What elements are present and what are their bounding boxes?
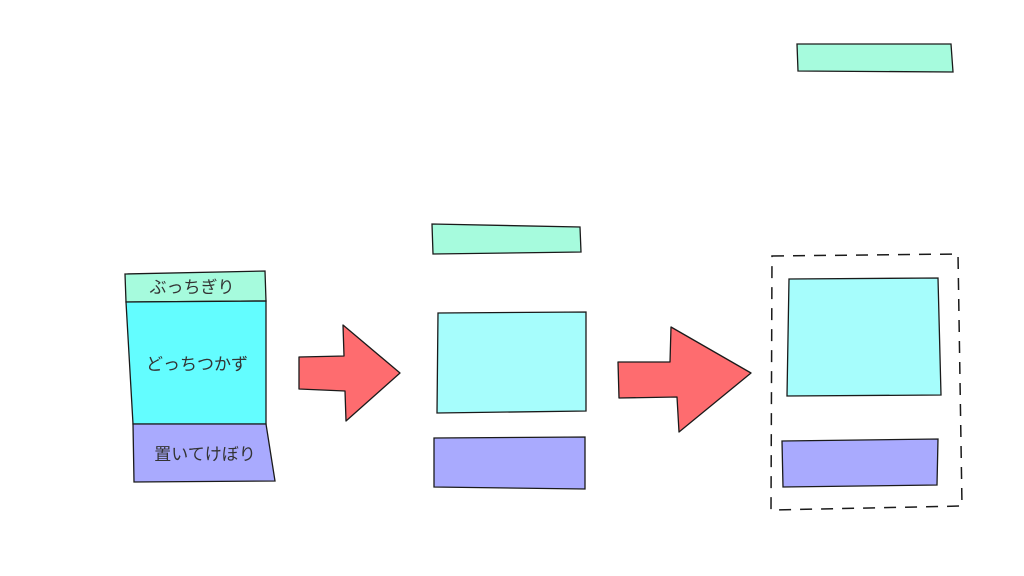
separated-top-block [431,223,582,255]
stack-bottom-section [132,423,276,483]
stage-2-separated [431,223,587,490]
label-middle: どっちつかず [146,355,248,375]
grouped-middle-block [786,277,942,397]
label-top: ぶっちぎり [150,278,235,298]
separated-middle-block [436,311,587,414]
stage-3-grouped [770,43,963,511]
label-bottom: 置いてけぼり [154,445,256,465]
separated-bottom-block [433,436,586,490]
detached-top-block [796,43,954,73]
stage-1-stack: ぶっちぎり どっちつかず 置いてけぼり [124,270,276,483]
arrow-right-2 [617,326,752,433]
grouped-bottom-block [781,438,939,488]
arrow-right-1 [298,324,401,422]
